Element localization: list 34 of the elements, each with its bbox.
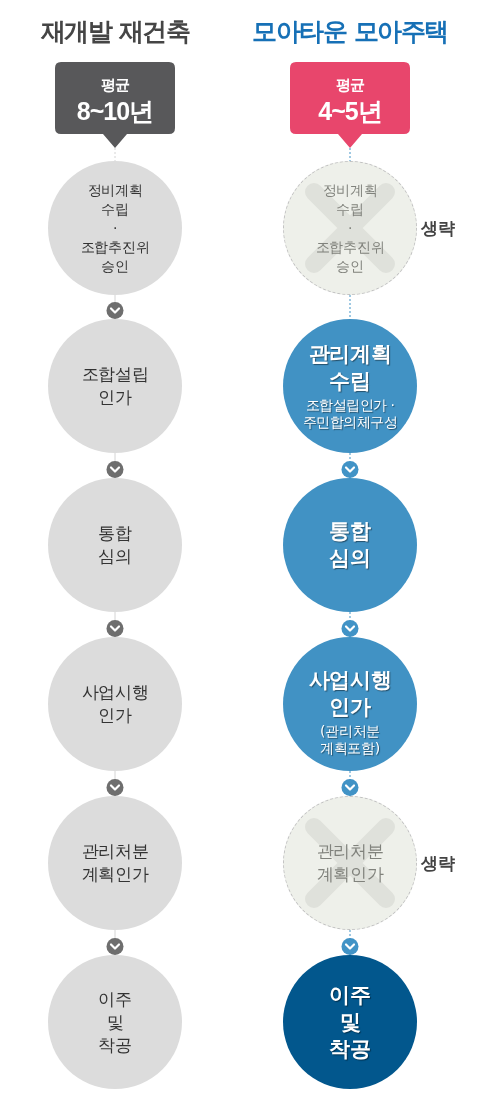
step-note: (관리처분 계획포함) bbox=[320, 723, 380, 757]
chevron-arrow bbox=[106, 452, 124, 479]
step-label: 관리처분 계획인가 bbox=[81, 840, 149, 886]
chevron-arrow bbox=[106, 611, 124, 638]
column-heading: 모아타운 모아주택 bbox=[252, 17, 448, 47]
side-note: 생략 bbox=[421, 217, 455, 239]
side-note: 생략 bbox=[421, 852, 455, 874]
duration-value: 4~5년 bbox=[318, 95, 382, 126]
step-label: 이주 및 착공 bbox=[98, 987, 132, 1057]
step-label: 정비계획 수립 · 조합추진위 승인 bbox=[80, 180, 150, 276]
step-label: 정비계획 수립 · 조합추진위 승인 bbox=[315, 180, 385, 276]
step-label: 관리계획 수립 bbox=[308, 341, 392, 395]
chevron-arrow bbox=[341, 611, 359, 638]
callout-heading: 평균 bbox=[100, 74, 130, 96]
step-label: 사업시행 인가 bbox=[308, 667, 392, 721]
callout-box bbox=[55, 62, 175, 148]
callout-box bbox=[290, 62, 410, 148]
chevron-arrow bbox=[341, 452, 359, 479]
chevron-arrow bbox=[341, 770, 359, 797]
chevron-arrow bbox=[106, 770, 124, 797]
chevron-arrow bbox=[106, 294, 124, 320]
step-label: 통합 심의 bbox=[98, 522, 132, 568]
duration-value: 8~10년 bbox=[76, 95, 154, 126]
callout-heading: 평균 bbox=[335, 74, 365, 96]
connector-line bbox=[349, 294, 351, 320]
step-label: 관리처분 계획인가 bbox=[316, 840, 384, 886]
column-heading: 재개발 재건축 bbox=[40, 17, 190, 47]
step-note: 조합설립인가 · 주민합의체구성 bbox=[301, 397, 399, 431]
step-label: 사업시행 인가 bbox=[81, 681, 149, 727]
chevron-arrow bbox=[341, 929, 359, 956]
step-label: 조합설립 인가 bbox=[81, 363, 149, 409]
step-label: 통합 심의 bbox=[329, 518, 371, 572]
step-label: 이주 및 착공 bbox=[329, 981, 371, 1063]
chevron-arrow bbox=[106, 929, 124, 956]
